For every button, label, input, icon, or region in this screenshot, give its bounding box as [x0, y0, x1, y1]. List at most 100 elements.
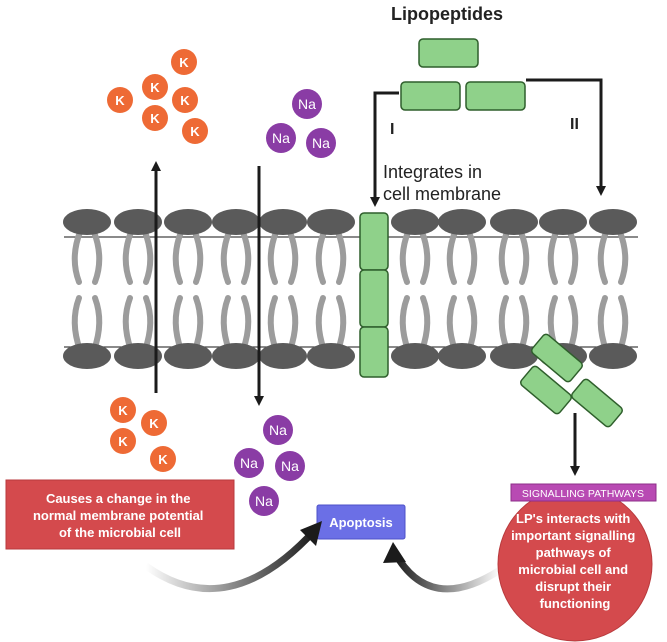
potassium-ion: K [141, 410, 167, 436]
lipopeptide-block [571, 378, 623, 428]
lipid-head [589, 209, 637, 235]
signalling-pathways-header: SIGNALLING PATHWAYS [510, 483, 657, 502]
signalling-circle-line: microbial cell and [518, 562, 628, 577]
svg-text:K: K [180, 93, 190, 108]
lipid-tail [287, 229, 299, 285]
svg-text:K: K [150, 80, 160, 95]
lipopeptides-title: Lipopeptides [391, 4, 503, 24]
lipid-head [438, 343, 486, 369]
signalling-header-label: SIGNALLING PATHWAYS [522, 488, 644, 500]
signalling-circle-line: disrupt their [535, 579, 611, 594]
svg-text:K: K [149, 416, 159, 431]
lipid-head [391, 209, 439, 235]
lipopeptide-block [418, 38, 479, 68]
potassium-ions-outside: K K K K K K [107, 49, 208, 144]
signalling-to-apoptosis-arrow [391, 551, 502, 593]
sodium-ion: Na [266, 123, 296, 153]
svg-text:Na: Na [269, 422, 287, 438]
potassium-ion: K [142, 105, 168, 131]
lipid-head [63, 343, 111, 369]
cell-membrane [63, 209, 638, 369]
integrated-lipopeptide [359, 212, 389, 378]
lipid-tail [567, 295, 579, 353]
lipid-head [490, 343, 538, 369]
membrane-potential-line: Causes a change in the [46, 491, 191, 506]
lipid-head [63, 209, 111, 235]
signalling-circle-line: LP's interacts with [516, 511, 630, 526]
lipopeptide-block [465, 81, 526, 111]
signalling-circle-line: functioning [540, 596, 611, 611]
svg-text:K: K [179, 55, 189, 70]
lipopeptide-block [400, 81, 461, 111]
signalling-to-apoptosis-arrowhead [383, 542, 406, 563]
lipid-head [164, 343, 212, 369]
lipopeptide-cluster [400, 38, 526, 111]
lipid-tail [466, 229, 478, 285]
signalling-circle-line: pathways of [536, 545, 612, 560]
svg-text:K: K [115, 93, 125, 108]
lipid-tail [220, 229, 232, 285]
lipid-tail [597, 229, 609, 285]
lipid-tail [192, 295, 204, 353]
lipid-tail [220, 295, 232, 353]
lipid-tail [91, 295, 103, 353]
lipid-tail [240, 295, 252, 353]
signalling-circle-line: important signalling [511, 528, 635, 543]
sodium-ion: Na [263, 415, 293, 445]
lipid-tail [399, 229, 411, 285]
lipopeptide-block [359, 212, 389, 271]
integrates-text-line: cell membrane [383, 184, 501, 204]
svg-text:K: K [150, 111, 160, 126]
lipid-head [259, 209, 307, 235]
lipopeptide-block [531, 333, 583, 383]
potassium-ion: K [150, 446, 176, 472]
sodium-ions-outside: Na Na Na [266, 89, 336, 158]
lipid-tail [122, 229, 134, 285]
lipopeptide-block [359, 326, 389, 378]
lipid-tail [419, 229, 431, 285]
svg-text:Na: Na [281, 458, 299, 474]
lipopeptide-block [359, 269, 389, 328]
lipid-tail [567, 229, 579, 285]
pathway-two-arrow [526, 78, 606, 196]
lipid-tail [240, 229, 252, 285]
potassium-ion: K [142, 74, 168, 100]
lipid-head [438, 209, 486, 235]
svg-text:Na: Na [272, 130, 290, 146]
lipid-tail [446, 295, 458, 353]
svg-text:K: K [190, 124, 200, 139]
potassium-ion: K [171, 49, 197, 75]
membrane-potential-box: Causes a change in the normal membrane p… [5, 479, 235, 550]
lipid-tail [172, 295, 184, 353]
svg-text:Causes a change in the n: Causes a change in the normal membrane p… [33, 491, 207, 540]
lipid-tail [498, 229, 510, 285]
lipid-tail [315, 295, 327, 353]
sodium-ions-inside: Na Na Na Na [234, 415, 305, 516]
lipid-head [490, 209, 538, 235]
potential-to-apoptosis-arrowhead [300, 521, 322, 546]
potassium-ion: K [182, 118, 208, 144]
pathway-one-label: I [390, 121, 394, 138]
lipid-tail [267, 229, 279, 285]
lipid-head [259, 343, 307, 369]
apoptosis-box: Apoptosis [316, 504, 406, 540]
lipid-tail [267, 295, 279, 353]
sodium-ion: Na [292, 89, 322, 119]
lipid-head [164, 209, 212, 235]
potassium-ion: K [107, 87, 133, 113]
lipid-tail [335, 295, 347, 353]
lipid-tail [142, 229, 154, 285]
lipid-head [307, 343, 355, 369]
potassium-ions-inside: K K K K [110, 397, 176, 472]
integrates-text: Integrates in cell membrane [383, 162, 501, 204]
pathway-one-arrow [370, 91, 399, 207]
potassium-ion: K [110, 428, 136, 454]
lipid-head [114, 209, 162, 235]
lipid-tail [172, 229, 184, 285]
potassium-ion: K [172, 87, 198, 113]
lipid-tail [399, 295, 411, 353]
lipopeptide-block [520, 365, 572, 415]
lipid-head [391, 343, 439, 369]
lipid-tail [142, 295, 154, 353]
